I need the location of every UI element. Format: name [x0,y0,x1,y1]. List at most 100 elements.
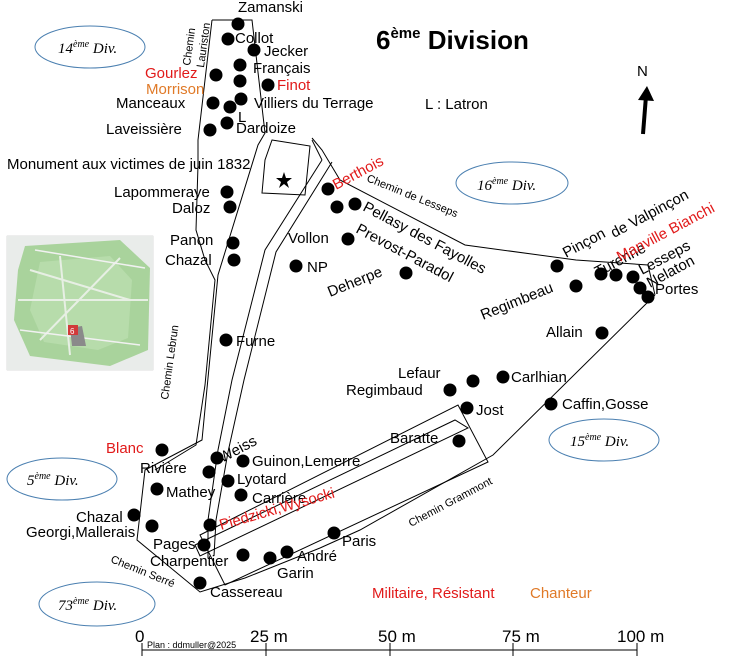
scale-bar: 0 25 m 50 m 75 m 100 m Plan : ddmuller@2… [135,627,664,656]
grave-marker [145,519,159,533]
grave-label: Georgi,Mallerais [26,524,135,541]
division-73-label: 73ème Div. [38,581,156,627]
grave-label: Zamanski [238,0,303,16]
grave-label-military: Finot [277,77,311,94]
grave-label: Français [253,60,311,77]
grave-marker [202,465,216,479]
grave-marker [452,434,466,448]
grave-label-singer: Morrison [146,81,204,98]
grave-marker [226,236,240,250]
grave-label: Jecker [264,43,308,60]
grave-label: Lefaur [398,365,441,382]
grave-marker [321,182,335,196]
grave-marker [569,279,583,293]
grave-label: Manceaux [116,95,186,112]
grave-marker [219,333,233,347]
grave-marker [203,518,217,532]
grave-marker [341,232,355,246]
scale-tick-label: 75 m [502,627,540,646]
grave-marker [443,383,457,397]
grave-marker [150,482,164,496]
latron-legend: L : Latron [425,96,488,113]
grave-label: Deherpe [325,263,385,300]
svg-text:5ème Div.: 5ème Div. [27,471,79,489]
grave-marker [496,370,510,384]
grave-marker [633,281,647,295]
grave-marker [197,538,211,552]
grave-label: Chazal [76,509,123,526]
svg-text:15ème Div.: 15ème Div. [570,432,629,450]
division-15-label: 15ème Div. [548,418,660,462]
grave-marker [263,551,277,565]
road-label-grammont: Chemin Grammont [407,475,495,529]
scale-tick-label: 25 m [250,627,288,646]
page-title: 6ème Division [376,25,529,55]
grave-label: Guinon,Lemerre [252,453,360,470]
monument-label: Monument aux victimes de juin 1832 [7,156,250,173]
grave-marker [236,548,250,562]
grave-label-military: Blanc [106,440,144,457]
grave-label: Paris [342,533,376,550]
grave-marker [544,397,558,411]
division-16-label: 16ème Div. [455,161,569,205]
monument-star-icon [276,172,292,188]
grave-label: Pages [153,536,196,553]
grave-label: Furne [236,333,275,350]
grave-marker [234,92,248,106]
grave-marker [261,78,275,92]
grave-marker [206,96,220,110]
grave-label: Carlhian [511,369,567,386]
grave-marker [595,326,609,340]
grave-markers [127,17,655,590]
grave-marker [227,253,241,267]
grave-label: Lapommeraye [114,184,210,201]
grave-label: Dardoize [236,120,296,137]
grave-marker [399,266,413,280]
grave-label: Lyotard [237,471,286,488]
grave-label: Villiers du Terrage [254,95,374,112]
grave-marker [327,526,341,540]
grave-marker [460,401,474,415]
svg-text:73ème Div.: 73ème Div. [58,596,117,614]
division-5-label: 5ème Div. [6,457,118,501]
grave-marker [626,270,640,284]
grave-marker [330,200,344,214]
grave-marker [203,123,217,137]
grave-label: Panon [170,232,213,249]
grave-marker [594,267,608,281]
road-label-lebrun: Chemin Lebrun [159,324,181,400]
map-credit: Plan : ddmuller@2025 [147,640,236,650]
grave-marker [466,374,480,388]
scale-tick-label: 100 m [617,627,664,646]
grave-marker [233,74,247,88]
grave-marker [193,576,207,590]
grave-label-military: Gourlez [145,65,198,82]
grave-label: Portes [655,281,698,298]
grave-marker [220,116,234,130]
grave-marker [231,17,245,31]
svg-text:6: 6 [70,327,75,336]
grave-marker [221,474,235,488]
grave-label: Rivière [140,460,187,477]
scale-tick-label: 50 m [378,627,416,646]
grave-label: Baratte [390,430,438,447]
grave-marker [223,100,237,114]
grave-marker [209,68,223,82]
grave-label: Pinçon [560,225,608,262]
grave-marker [289,259,303,273]
grave-label: Cassereau [210,584,283,601]
grave-marker [234,488,248,502]
north-arrow: N [637,63,654,135]
grave-label: Vollon [288,230,329,247]
grave-label: Garin [277,565,314,582]
legend-singer: Chanteur [530,585,592,602]
grave-marker [247,43,261,57]
grave-label: NP [307,259,328,276]
grave-marker [127,508,141,522]
grave-label: L [238,109,246,126]
grave-marker [233,58,247,72]
grave-label: Charpentier [150,553,228,570]
grave-marker [221,32,235,46]
grave-marker [641,290,655,304]
